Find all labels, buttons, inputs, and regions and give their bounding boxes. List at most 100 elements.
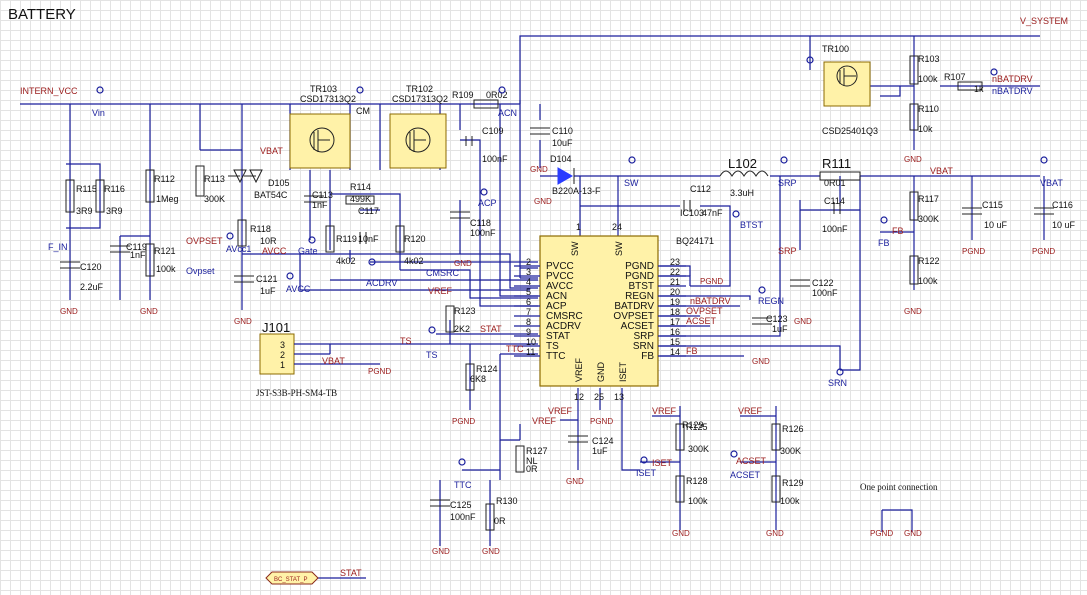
ic-pin-1-num: 1 xyxy=(576,222,581,232)
resistor-r117 xyxy=(909,191,919,221)
ic-pin-12-num: 12 xyxy=(574,392,584,402)
label-r126-val: 300K xyxy=(780,446,801,456)
pgnd-label: PGND xyxy=(1032,247,1055,256)
capacitor-c119 xyxy=(110,245,130,253)
ic-right-pin-num: 22 xyxy=(670,267,680,277)
gnd-label: GND xyxy=(534,197,552,206)
net-vref-r127: VREF xyxy=(532,416,557,426)
gnd-label: GND xyxy=(530,165,548,174)
label-r110-ref: R110 xyxy=(918,104,939,114)
ic-right-pin-num: 21 xyxy=(670,277,680,287)
net-f-in: F_IN xyxy=(48,242,68,252)
ic-bq24171 xyxy=(539,235,659,387)
net-gate: Gate xyxy=(298,246,318,256)
net-acset-ic: ACSET xyxy=(686,316,717,326)
label-c109-val: 100nF xyxy=(482,154,508,164)
ic-left-pin-name: ACN xyxy=(546,291,567,302)
ic-left-pin-num: 11 xyxy=(526,347,535,357)
diode-d104 xyxy=(557,167,574,185)
label-r103-ref: R103 xyxy=(918,54,940,64)
net-vref-top: VREF xyxy=(428,286,453,296)
label-c110-val: 10uF xyxy=(552,138,573,148)
label-r121-ref: R121 xyxy=(154,246,176,256)
net-ovpset: OVPSET xyxy=(186,236,223,246)
ic-right-pin-name: BATDRV xyxy=(614,301,654,312)
capacitor-c114 xyxy=(833,202,841,214)
resistor-r124 xyxy=(465,363,475,391)
label-r117-ref: R117 xyxy=(918,194,939,204)
ic-right-pin-name: PGND xyxy=(625,271,654,282)
capacitor-c117 xyxy=(359,232,367,244)
sheet-title: BATTERY xyxy=(8,6,76,23)
label-c110-ref: C110 xyxy=(552,126,573,136)
net-cmsrc: CMSRC xyxy=(426,268,459,278)
label-c112-val: 47nF xyxy=(702,208,723,218)
ic-right-pin-num: 19 xyxy=(670,297,680,307)
resistor-r122 xyxy=(909,255,919,285)
ic-right-pin-name: FB xyxy=(641,351,654,362)
capacitor-c113 xyxy=(304,195,324,203)
label-c113-val: 1nF xyxy=(312,200,328,210)
ic-right-pin-name: OVPSET xyxy=(613,311,654,322)
net-ovpset-ic: OVPSET xyxy=(686,306,723,316)
net-acdrv: ACDRV xyxy=(366,278,397,288)
label-r127-nl: NL xyxy=(526,456,538,466)
gnd-label: GND xyxy=(234,317,252,326)
capacitor-c110 xyxy=(530,127,550,135)
ic-left-pin-name: STAT xyxy=(546,331,570,342)
net-nbatdrv-top: nBATDRV xyxy=(992,74,1033,84)
ic-left-pin-num: 6 xyxy=(526,297,531,307)
inductor-l102 xyxy=(719,170,769,177)
ic-left-pin-name: TS xyxy=(546,341,559,352)
gnd-label: GND xyxy=(752,357,770,366)
ic-left-pin-name: ACDRV xyxy=(546,321,581,332)
ic-left-pin-name: PVCC xyxy=(546,271,574,282)
pgnd-label: PGND xyxy=(368,367,391,376)
net-ts: TS xyxy=(426,350,438,360)
capacitor-c109 xyxy=(465,136,473,146)
label-c114-ref: C114 xyxy=(824,196,845,206)
label-c123-ref: C123 xyxy=(766,314,788,324)
capacitor-c125 xyxy=(430,499,450,507)
resistor-r119 xyxy=(325,225,335,253)
label-tr102-ref: TR102 xyxy=(406,84,433,94)
port-bc-stat xyxy=(265,571,319,585)
label-c116-val: 10 uF xyxy=(1052,220,1076,230)
pgnd-label: PGND xyxy=(452,417,475,426)
net-srp-mid: SRP xyxy=(778,246,797,256)
net-vref-pin: VREF xyxy=(548,406,573,416)
label-r125-val: 300K xyxy=(688,444,709,454)
label-j101-ref: J101 xyxy=(262,320,290,335)
resistor-r103 xyxy=(909,55,919,85)
label-c124-ref: C124 xyxy=(592,436,614,446)
label-r129-val: 100k xyxy=(780,496,800,506)
label-r122-val: 100k xyxy=(918,276,938,286)
ic-left-pin-num: 9 xyxy=(526,327,531,337)
wires xyxy=(20,35,1045,579)
ic-pin-12-name: VREF xyxy=(574,357,584,382)
label-tr100-val: CSD25401Q3 xyxy=(822,126,878,136)
label-r119-val: 4k02 xyxy=(336,256,356,266)
label-r116-val: 3R9 xyxy=(106,206,123,216)
capacitor-c122 xyxy=(790,279,810,287)
net-stat-bottom: STAT xyxy=(340,568,362,578)
ic-right-pin-name: BTST xyxy=(628,281,654,292)
label-r123-val: 2K2 xyxy=(454,324,470,334)
ic-right-pin-num: 15 xyxy=(670,337,680,347)
label-l102-ref: L102 xyxy=(728,156,757,171)
label-r114-val: 499K xyxy=(350,194,371,204)
connector-j101 xyxy=(259,333,295,375)
components xyxy=(60,55,1054,585)
label-r121-val: 100k xyxy=(156,264,176,274)
label-r112-ref: R112 xyxy=(154,174,175,184)
net-sw: SW xyxy=(624,178,639,188)
label-r123-ref: R123 xyxy=(454,306,476,316)
ic-left-pin-num: 8 xyxy=(526,317,531,327)
ic-left-pin-num: 5 xyxy=(526,287,531,297)
label-r124-val: 6K8 xyxy=(470,374,486,384)
label-r115-val: 3R9 xyxy=(76,206,93,216)
gnd-label: GND xyxy=(794,317,812,326)
net-v-system: V_SYSTEM xyxy=(1020,16,1068,26)
label-c123-val: 1uF xyxy=(772,324,788,334)
label-r118-val: 10R xyxy=(260,236,277,246)
